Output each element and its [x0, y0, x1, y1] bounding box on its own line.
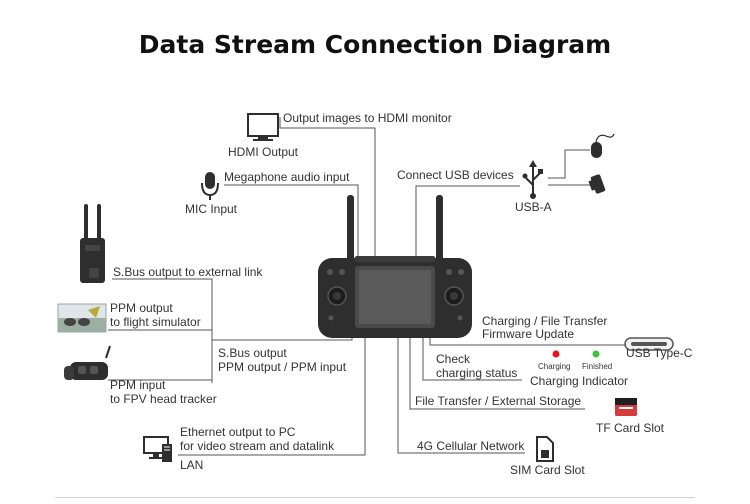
- finished-led: [592, 350, 600, 358]
- ppm-fpv-line1: PPM input: [110, 378, 166, 392]
- finished-state-label: Finished: [582, 362, 613, 371]
- sbus-external-label: S.Bus output to external link: [113, 265, 263, 279]
- page-title: Data Stream Connection Diagram: [138, 30, 612, 59]
- lan-description-line1: Ethernet output to PC: [180, 425, 296, 439]
- controller-screen-glass: [359, 270, 431, 324]
- controller-top-bar: [355, 256, 435, 262]
- hdmi-line: [279, 117, 376, 258]
- tf-port-label: TF Card Slot: [596, 421, 665, 435]
- usbc-port-label: USB Type-C: [626, 346, 693, 360]
- sbus-ppm-line1: S.Bus output: [218, 346, 287, 360]
- fpv-goggles-icon: [64, 345, 111, 380]
- mic-description: Megaphone audio input: [224, 170, 350, 184]
- lan-description-line2: for video stream and datalink: [180, 439, 335, 453]
- ppm-sim-line1: PPM output: [110, 301, 173, 315]
- ppm-fpv-line2: to FPV head tracker: [110, 392, 217, 406]
- hdmi-description: Output images to HDMI monitor: [283, 111, 452, 125]
- check-status-line1: Check: [436, 352, 471, 366]
- charging-state-label: Charging: [538, 362, 571, 371]
- sim-card-icon: [536, 436, 554, 462]
- lan-line: [178, 336, 366, 456]
- monitor-icon: [247, 113, 279, 141]
- sim-port-label: SIM Card Slot: [510, 463, 585, 477]
- check-status-line2: charging status: [436, 366, 518, 380]
- sim-line: [397, 336, 525, 454]
- flight-simulator-icon: [57, 303, 107, 333]
- charging-led: [552, 350, 560, 358]
- tf-card-icon: [615, 398, 637, 416]
- antenna-left: [347, 195, 354, 267]
- hdmi-port-label: HDMI Output: [228, 145, 299, 159]
- mic-line: [224, 184, 359, 258]
- usb-line: [415, 185, 520, 258]
- bottom-divider: [55, 497, 695, 498]
- charging-description-line1: Charging / File Transfer: [482, 314, 608, 328]
- sim-description: 4G Cellular Network: [417, 439, 525, 453]
- microphone-icon: [201, 172, 219, 200]
- antenna-right: [436, 195, 443, 267]
- indicator-line: [422, 336, 522, 381]
- sbus-ext-line: [112, 278, 213, 383]
- usbc-line: [429, 336, 625, 346]
- sbus-ppm-line2: PPM output / PPM input: [218, 360, 347, 374]
- charging-indicator-label: Charging Indicator: [530, 374, 629, 388]
- flash-drive-icon: [588, 174, 606, 194]
- tf-line: [409, 336, 585, 410]
- tf-description: File Transfer / External Storage: [415, 394, 582, 408]
- computer-icon: [143, 436, 172, 462]
- usb-port-label: USB-A: [515, 200, 552, 214]
- usb-branch-mouse: [548, 149, 590, 179]
- usb-c-cable-icon: [624, 337, 674, 351]
- usb-description: Connect USB devices: [397, 168, 514, 182]
- video-transmitter-icon: [80, 204, 105, 283]
- mic-port-label: MIC Input: [185, 202, 238, 216]
- lan-port-label: LAN: [180, 458, 204, 472]
- charging-description-line2: Firmware Update: [482, 327, 575, 341]
- ppm-sim-line2: to flight simulator: [110, 315, 201, 329]
- usb-icon: [522, 160, 543, 199]
- mouse-icon: [591, 133, 615, 158]
